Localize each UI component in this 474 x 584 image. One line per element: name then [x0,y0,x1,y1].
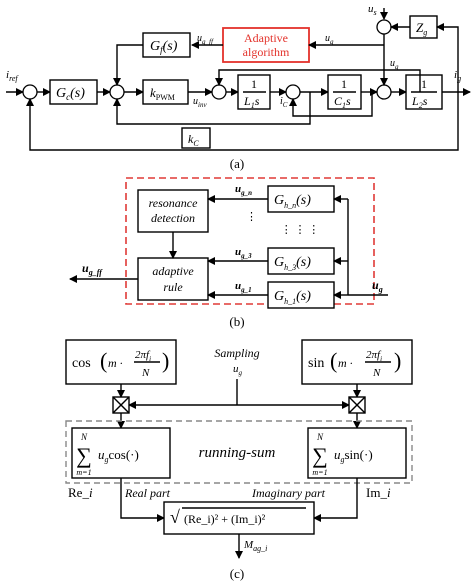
sum-cos-sigma: ∑ [76,443,92,468]
cos-fn: cos [72,356,91,371]
l2-den: L2s [411,94,428,110]
adaptive-rule-line2: rule [163,280,183,294]
sum-sin-block [307,427,407,479]
sum-sin-term: ugsin(·) [334,447,373,464]
adaptive-algorithm-block [222,27,310,63]
caption-c: (c) [230,566,244,581]
gh-ellipsis: ⋮ ⋮ ⋮ [281,224,320,236]
l1-num: 1 [251,77,257,91]
sum-sin-bot: m=1 [312,468,327,477]
re-label: Re_i [68,485,93,500]
gf-label: Gf(s) [150,39,178,55]
zg-label: Zg [416,20,427,37]
adaptive-line2: algorithm [243,45,290,59]
kc-block [181,127,211,149]
mag-label: Mag_i [243,539,267,553]
sin-m: m · [338,356,353,370]
cos-frac-num: 2πfi [135,349,151,363]
gh-n-block [267,185,335,213]
real-part-label: Real part [124,486,171,500]
gh-3-block [267,247,335,275]
ug-1-label: ug_1 [235,280,252,294]
caption-b: (b) [229,314,244,329]
sum-cos-bot: m=1 [76,468,91,477]
gc-label: Gc(s) [56,86,85,102]
multiplier-sin [348,396,366,414]
sin-frac-den: N [372,367,381,379]
sum-sin-top: N [316,432,324,442]
sin-frac-num: 2πfi [366,349,382,363]
gh-n-label: Gh_n(s) [274,193,311,210]
kpwm-label: kPWM [150,85,175,102]
adaptive-line1: Adaptive [244,31,288,45]
imag-part-label: Imaginary part [251,486,326,500]
kc-label: kC [188,132,199,148]
sum-node-1 [22,84,38,100]
sum-cos-block [71,427,171,479]
sampling-ug: ug [233,363,243,377]
panel-c: cos ( m · 2πfi N ) Sampling ug sin ( m ·… [65,339,413,581]
gh-3-label: Gh_3(s) [274,255,311,272]
sin-paren-l: ( [330,348,337,373]
adaptive-algorithm-frame [125,177,375,305]
gf-block [142,32,191,58]
sum-node-3 [211,84,227,100]
kpwm-block [142,79,189,105]
panel-a: iref Gc(s) kPWM uinv 1 L1s iC 1 C1s [6,3,471,171]
ug-n-label: ug_n [235,183,252,197]
sum-node-4 [285,84,301,100]
c1-num: 1 [341,77,347,91]
sqrt-expression: (Re_i)² + (Im_i)² [184,512,266,526]
cos-m: m · [108,356,123,370]
multiplier-cos [112,396,130,414]
panel-b: resonance detection adaptive rule ug_ff … [69,177,388,329]
cos-frac-den: N [141,367,150,379]
ug-mid-label: ug [390,58,399,71]
resonance-line2: detection [151,211,195,225]
sum-cos-term: ugcos(·) [98,447,139,464]
running-sum-label: running-sum [199,445,276,461]
sqrt-symbol: √ [170,507,180,527]
cos-paren-r: ) [162,348,169,373]
sum-node-5 [376,84,392,100]
cos-paren-l: ( [100,348,107,373]
ug-ellipsis: ⋮ [246,211,257,223]
resonance-detection-block [137,189,209,233]
sin-fn: sin [308,356,324,371]
ug-top-label: ug [325,33,334,46]
ug-in-label: ug [372,278,383,294]
us-label: us [368,3,377,17]
im-label: Im_i [366,485,391,500]
sum-sin-sigma: ∑ [312,443,328,468]
ugff-label-a: ug_ff [197,33,214,46]
uinv-label: uinv [193,96,207,109]
ig-label: ig [454,69,461,83]
gh-1-label: Gh_1(s) [274,289,311,306]
running-sum-frame [65,420,413,484]
sum-cos-top: N [80,432,88,442]
c1-den: C1s [334,94,351,110]
ugff-label-b: ug_ff [82,261,103,277]
ug-3-label: ug_3 [235,246,252,260]
sampling-label: Sampling [214,346,259,360]
caption-a: (a) [230,156,244,171]
l1-den: L1s [243,94,260,110]
i-ref-label: iref [6,69,19,83]
sum-node-2 [109,84,125,100]
adaptive-rule-line1: adaptive [152,264,194,278]
sin-paren-r: ) [394,348,401,373]
l2-num: 1 [421,77,427,91]
resonance-line1: resonance [149,196,199,210]
ic-label: iC [280,96,288,109]
sum-node-us [376,19,392,35]
